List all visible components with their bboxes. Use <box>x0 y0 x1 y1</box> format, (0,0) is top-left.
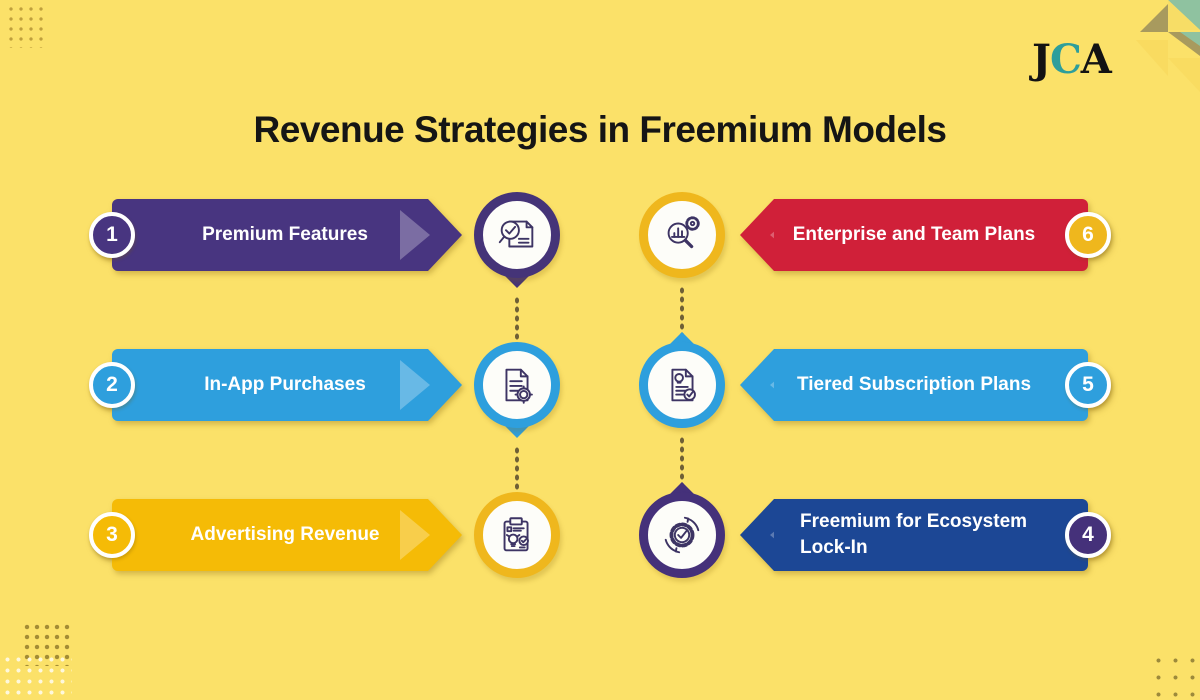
banner-body: Freemium for Ecosystem Lock-In <box>774 499 1088 571</box>
step-icon-pin <box>639 332 725 428</box>
banner-arrow <box>740 499 774 571</box>
step-icon-pin <box>639 192 725 278</box>
corner-triangles-decor <box>1136 0 1200 92</box>
banner-body: Advertising Revenue <box>112 499 428 571</box>
step-number-badge: 1 <box>89 212 135 258</box>
step-icon-pin <box>474 492 560 578</box>
banner-label: Enterprise and Team Plans <box>792 224 1036 246</box>
banner-label: Premium Features <box>202 224 368 246</box>
banner-body: Premium Features <box>112 199 428 271</box>
banner-arrow-highlight <box>400 510 430 560</box>
pin-circle <box>474 192 560 278</box>
gear-sync-check-icon <box>664 516 700 554</box>
dot-grid-bottom-right <box>1150 652 1200 698</box>
banner-arrow <box>428 199 462 271</box>
magnifier-check-document-icon <box>498 220 534 248</box>
banner-label: Tiered Subscription Plans <box>796 374 1032 396</box>
dot-grid-top-left <box>6 4 46 48</box>
document-gear-icon <box>505 368 533 404</box>
banner-body: Enterprise and Team Plans <box>774 199 1088 271</box>
banner-arrow <box>740 349 774 421</box>
dotted-connector <box>514 446 520 490</box>
dotted-connector <box>679 286 685 334</box>
page-title: Revenue Strategies in Freemium Models <box>253 108 947 150</box>
analytics-magnifier-gear-icon <box>667 216 700 249</box>
banner-in-app-purchases: In-App Purchases 2 <box>89 349 462 421</box>
step-number-badge: 4 <box>1065 512 1111 558</box>
step-number-badge: 5 <box>1065 362 1111 408</box>
step-icon-pin <box>639 482 725 578</box>
banner-label: Advertising Revenue <box>190 524 380 546</box>
brand-logo: JCA <box>1032 40 1112 80</box>
pin-circle <box>474 342 560 428</box>
banner-body: Tiered Subscription Plans <box>774 349 1088 421</box>
dot-grid-bottom-left-white <box>2 654 72 698</box>
banner-arrow <box>740 199 774 271</box>
step-number-badge: 6 <box>1065 212 1111 258</box>
pin-circle <box>639 192 725 278</box>
banner-label: Freemium for Ecosystem Lock-In <box>800 511 1028 558</box>
logo-letter-a: A <box>1080 36 1112 83</box>
banner-body: In-App Purchases <box>112 349 428 421</box>
pin-circle <box>639 342 725 428</box>
step-number-badge: 3 <box>89 512 135 558</box>
banner-arrow-highlight <box>400 210 430 260</box>
banner-premium-features: Premium Features 1 <box>89 199 462 271</box>
banner-arrow <box>428 349 462 421</box>
banner-label: In-App Purchases <box>204 374 366 396</box>
step-icon-pin <box>474 342 560 438</box>
dotted-connector <box>514 296 520 340</box>
clipboard-idea-check-icon <box>503 517 529 552</box>
banner-arrow-highlight <box>400 360 430 410</box>
dotted-connector <box>679 436 685 484</box>
banner-tiered-subscription-plans: Tiered Subscription Plans 5 <box>740 349 1111 421</box>
banner-advertising-revenue: Advertising Revenue 3 <box>89 499 462 571</box>
step-number-badge: 2 <box>89 362 135 408</box>
banner-arrow <box>428 499 462 571</box>
step-icon-pin <box>474 192 560 288</box>
logo-letter-j: J <box>1032 36 1051 83</box>
logo-letter-c: C <box>1049 36 1082 83</box>
banner-enterprise-team-plans: Enterprise and Team Plans 6 <box>740 199 1111 271</box>
pin-circle <box>639 492 725 578</box>
banner-freemium-ecosystem-lock-in: Freemium for Ecosystem Lock-In 4 <box>740 499 1111 571</box>
document-idea-check-icon <box>671 368 696 402</box>
pin-circle <box>474 492 560 578</box>
